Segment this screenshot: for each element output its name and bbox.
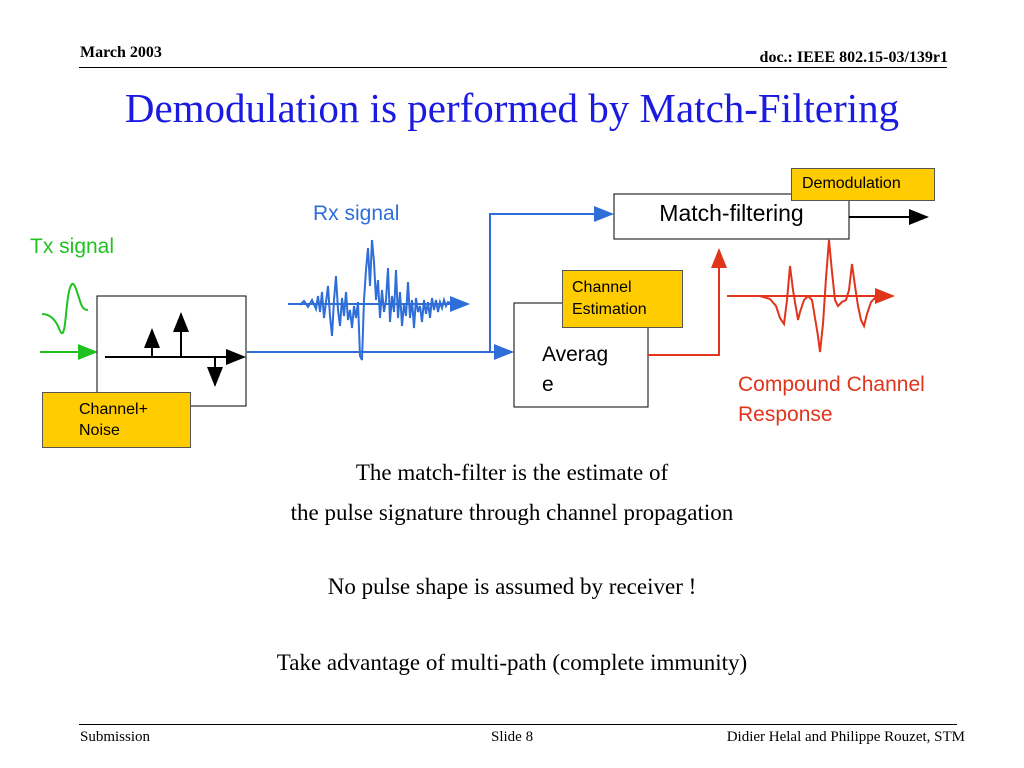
compound-line-1: Compound Channel [738, 373, 925, 396]
compound-line-2: Response [738, 403, 833, 426]
match-filtering-label: Match-filtering [659, 200, 804, 226]
header-rule [79, 67, 947, 68]
rx-signal-label: Rx signal [313, 202, 400, 225]
body-line-2: the pulse signature through channel prop… [290, 500, 734, 525]
body-line-4: Take advantage of multi-path (complete i… [276, 650, 748, 675]
demodulation-tag: Demodulation [791, 168, 935, 201]
header-date: March 2003 [80, 44, 162, 61]
rx-path-to-match-filter [489, 206, 614, 352]
body-line-3: No pulse shape is assumed by receiver ! [327, 574, 697, 599]
compound-response-waveform [727, 239, 886, 353]
tx-signal-label: Tx signal [30, 235, 115, 258]
average-line-2: e [542, 373, 554, 396]
channel-estimation-line-1: Channel [572, 279, 632, 296]
slide-title: Demodulation is performed by Match-Filte… [124, 85, 900, 131]
footer-authors: Didier Helal and Philippe Rouzet, STM [726, 729, 965, 745]
match-filter-box [613, 193, 850, 240]
footer-rule [79, 724, 957, 725]
tx-pulse-waveform [41, 282, 89, 335]
channel-estimation-box: Channel Estimation [562, 270, 683, 328]
compound-response-label: Compound Channel Response [738, 370, 925, 430]
rx-noisy-waveform [299, 239, 453, 361]
channel-estimation-line-2: Estimation [572, 301, 647, 318]
channel-noise-line-2: Noise [79, 422, 120, 439]
header-doc-id: doc.: IEEE 802.15-03/139r1 [759, 49, 948, 66]
channel-box [96, 295, 247, 407]
average-label: Averag e [542, 340, 608, 400]
channel-noise-line-1: Channel+ [79, 401, 148, 418]
footer-submission: Submission [80, 729, 151, 745]
average-line-1: Averag [542, 343, 609, 366]
footer-slide-number: Slide 8 [491, 729, 534, 745]
estimate-path [648, 248, 727, 356]
body-line-1: The match-filter is the estimate of [355, 460, 669, 485]
channel-noise-box: Channel+ Noise [42, 392, 191, 448]
